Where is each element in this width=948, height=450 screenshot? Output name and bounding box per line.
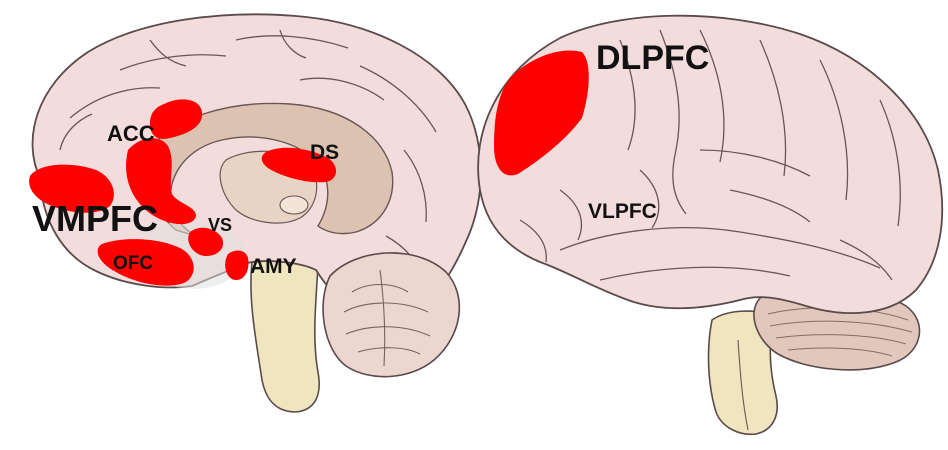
label-ofc: OFC — [113, 254, 153, 273]
medial-ventricle — [280, 196, 308, 214]
label-acc: ACC — [107, 123, 155, 145]
label-vmpfc: VMPFC — [32, 201, 158, 237]
label-vlpfc: VLPFC — [588, 201, 657, 222]
label-vs: VS — [208, 216, 232, 234]
amy-region — [225, 251, 248, 280]
medial-cerebellum — [323, 253, 459, 377]
medial-brainstem — [251, 259, 319, 412]
label-amy: AMY — [250, 256, 297, 277]
label-dlpfc: DLPFC — [596, 41, 709, 75]
label-ds: DS — [310, 142, 339, 163]
lateral-brain-view — [478, 16, 942, 435]
